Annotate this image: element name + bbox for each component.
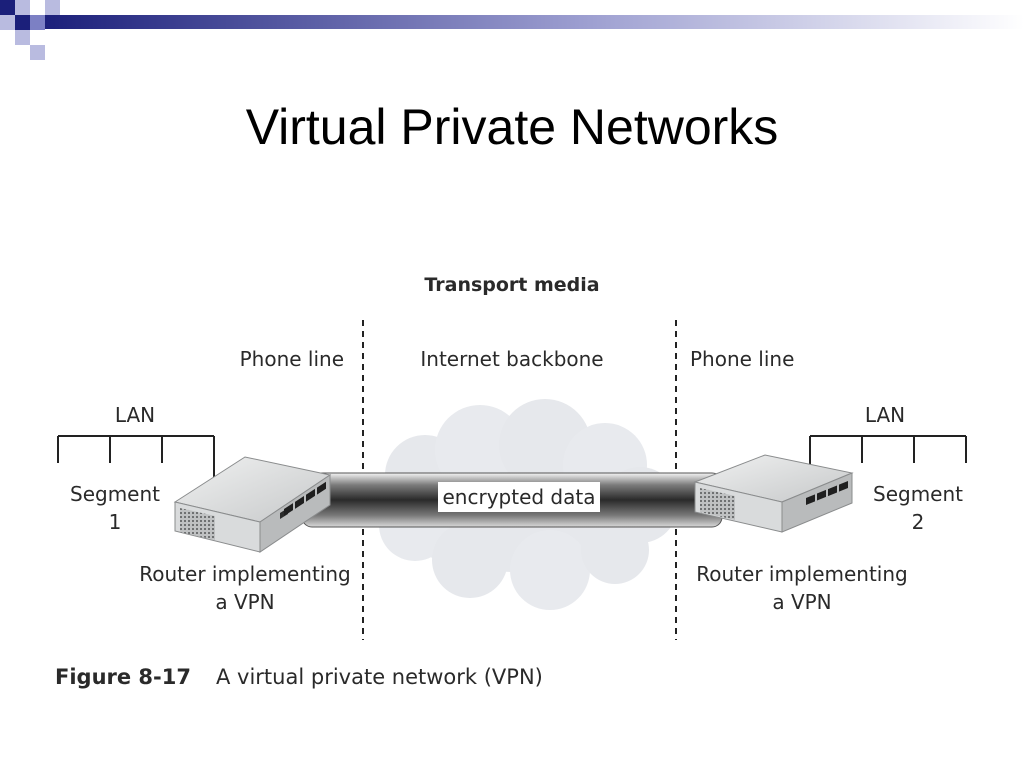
phone-line-left-label: Phone line (240, 347, 344, 371)
router-left-caption-line2: a VPN (215, 590, 274, 614)
segment-right-number: 2 (912, 510, 925, 534)
internet-backbone-label: Internet backbone (420, 347, 603, 371)
lan-left-label: LAN (115, 403, 155, 427)
router-right-caption-line2: a VPN (772, 590, 831, 614)
slide-corner-decoration (0, 0, 1024, 60)
slide-title: Virtual Private Networks (245, 99, 779, 155)
figure-number: Figure 8-17 (55, 665, 191, 689)
router-right-caption-line1: Router implementing (696, 562, 907, 586)
router-left-caption-line1: Router implementing (139, 562, 350, 586)
segment-left-label: Segment (70, 482, 160, 506)
router-right-icon (693, 454, 854, 533)
vpn-diagram: Transport media Phone line Internet back… (55, 274, 967, 689)
figure-caption: A virtual private network (VPN) (216, 665, 543, 689)
lan-left-bus (57, 435, 215, 485)
router-left-icon (173, 456, 332, 553)
phone-line-right-label: Phone line (690, 347, 794, 371)
segment-right-label: Segment (873, 482, 963, 506)
tunnel-label-box (438, 482, 600, 512)
transport-media-label: Transport media (424, 274, 599, 296)
tunnel-label: encrypted data (443, 485, 596, 509)
lan-right-label: LAN (865, 403, 905, 427)
segment-left-number: 1 (109, 510, 122, 534)
